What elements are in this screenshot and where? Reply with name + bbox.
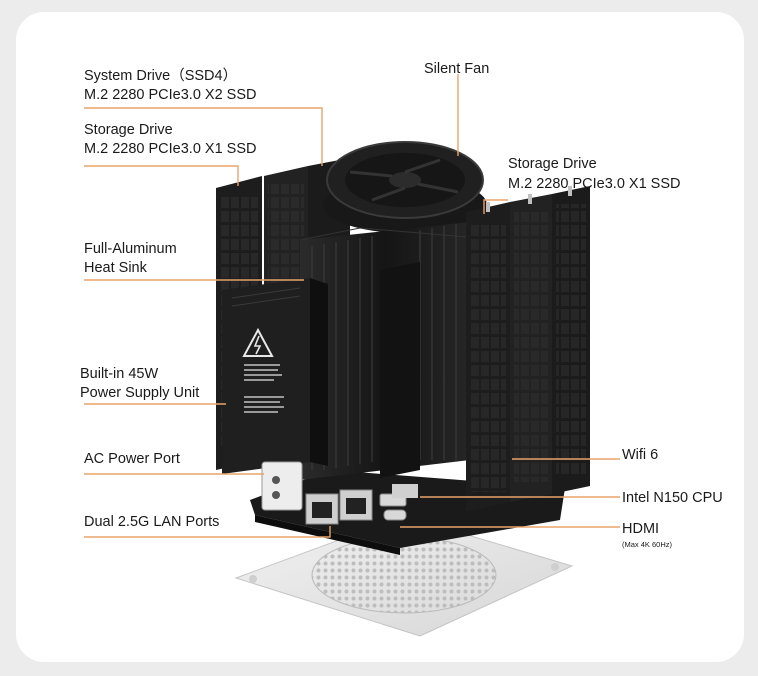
psu-label: Built-in 45W: [80, 366, 159, 382]
heat-sink: [299, 221, 481, 480]
lan-ports-label: Dual 2.5G LAN Ports: [84, 514, 220, 530]
ac-power-port: [261, 461, 303, 511]
heat-sink-label-2: Heat Sink: [84, 260, 147, 276]
storage-drive-right-spec: M.2 2280 PCIe3.0 X1 SSD: [508, 176, 681, 192]
silent-fan-label: Silent Fan: [424, 61, 490, 77]
cpu-chip: [392, 484, 418, 498]
ac-power-port-label: AC Power Port: [84, 451, 180, 467]
cpu-label: Intel N150 CPU: [622, 490, 723, 506]
leader-lines: [84, 74, 620, 538]
system-drive-spec: M.2 2280 PCIe3.0 X2 SSD: [84, 87, 257, 103]
hdmi-label: HDMI: [622, 521, 660, 537]
bottom-base-plate: [234, 515, 574, 637]
storage-drive-right-label: Storage Drive: [508, 156, 597, 172]
storage-drive-ssd-right: [466, 186, 590, 512]
power-supply-unit: [222, 278, 328, 474]
high-voltage-warning-icon: [242, 327, 274, 357]
lan-ports: [305, 489, 373, 525]
storage-drive-left-label: Storage Drive: [84, 122, 173, 138]
heat-sink-label: Full-Aluminum: [84, 241, 177, 257]
hdmi-note: (Max 4K 60Hz): [622, 540, 673, 549]
wifi-label: Wifi 6: [622, 447, 659, 463]
system-drive-label: System Drive（SSD4）: [84, 68, 238, 84]
psu-label-2: Power Supply Unit: [80, 385, 200, 401]
silent-fan: [323, 141, 487, 233]
storage-drive-left-spec: M.2 2280 PCIe3.0 X1 SSD: [84, 141, 257, 157]
